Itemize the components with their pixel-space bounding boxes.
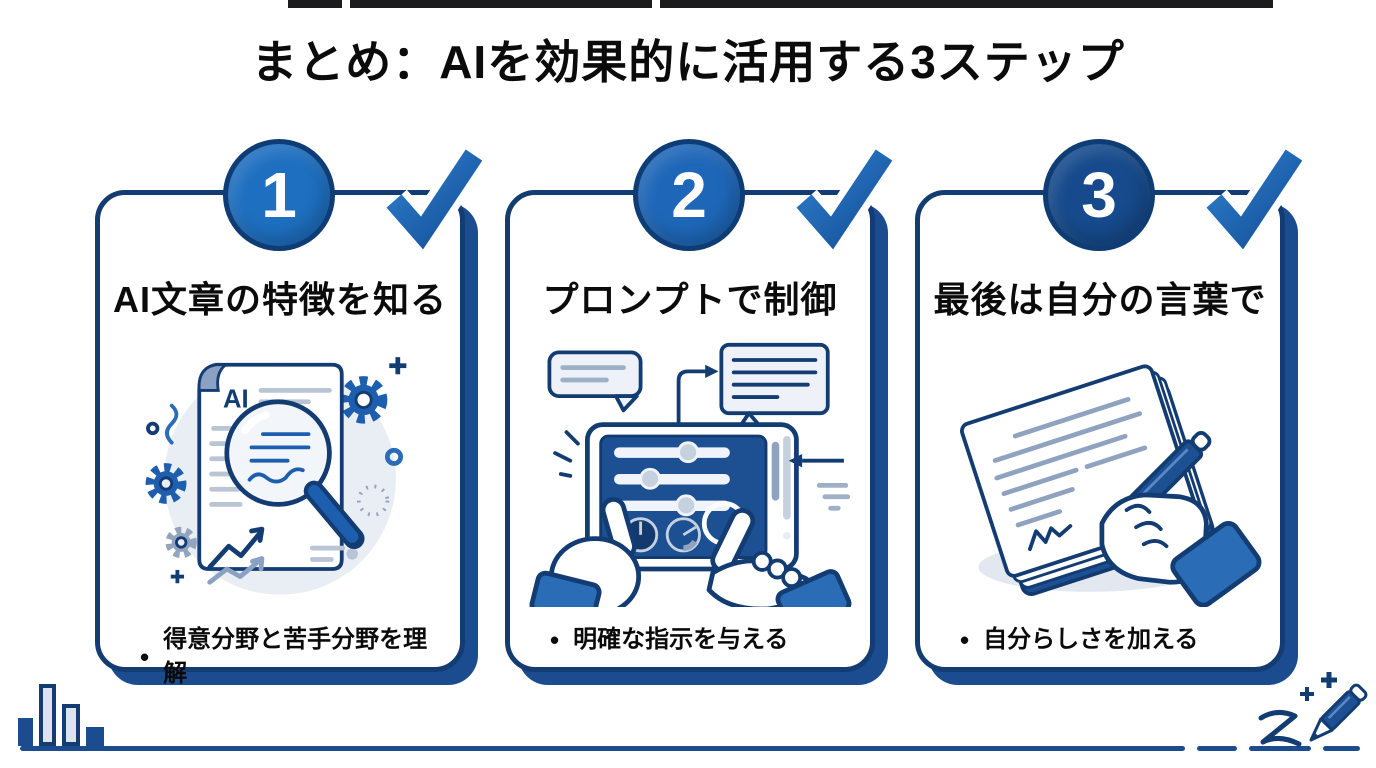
signature-squiggle	[1028, 524, 1073, 552]
bullet-dot: •	[960, 625, 970, 655]
bar-chart-decoration	[18, 684, 104, 746]
step-title: プロンプトで制御	[542, 279, 838, 320]
gear-icon	[339, 376, 388, 424]
top-bar	[0, 0, 1376, 8]
baseline-line	[20, 746, 1185, 751]
page-title: まとめ：AIを効果的に活用する3ステップ	[251, 36, 1125, 88]
top-bar-segment	[288, 0, 342, 8]
gear-icon	[165, 526, 197, 559]
top-bar-segment	[660, 0, 1273, 8]
check-icon	[382, 145, 482, 249]
bar	[18, 718, 33, 746]
step-title: 最後は自分の言葉で	[933, 279, 1267, 320]
step-bullet: • 明確な指示を与える	[550, 623, 852, 657]
step-number-circle: 3	[1043, 139, 1155, 251]
hands-control-panel-illustration	[525, 341, 855, 607]
check-icon	[792, 145, 892, 249]
step-number-circle: 2	[633, 139, 745, 251]
step-number-circle: 1	[223, 139, 335, 251]
step-bullet: • 自分らしさを加える	[960, 623, 1262, 657]
step-number: 3	[1081, 159, 1117, 231]
step-card-1: 1 AI文章の特徴を知る	[95, 139, 482, 687]
step-card-3: 3 最後は自分の言葉で	[915, 139, 1302, 672]
step-bullet: • 得意分野と苦手分野を理解	[140, 623, 442, 691]
ai-label: AI	[223, 386, 249, 414]
gear-icon	[145, 463, 187, 504]
bullet-text: 明確な指示を与える	[573, 626, 789, 653]
pencil-writing-icon	[1258, 672, 1368, 747]
baseline-dash	[1323, 746, 1360, 751]
ai-document-magnifier-illustration: AI	[115, 341, 445, 607]
top-bar-segment	[350, 0, 652, 8]
bullet-dot: •	[550, 625, 560, 655]
bullet-text: 得意分野と苦手分野を理解	[163, 626, 428, 687]
check-icon	[1202, 145, 1302, 249]
magnifier-icon	[224, 399, 365, 550]
bar	[86, 727, 104, 746]
bullet-dot: •	[140, 642, 150, 672]
bar	[62, 704, 80, 746]
step-card-2: 2 プロンプトで制御	[505, 139, 892, 672]
step-number: 1	[261, 159, 297, 231]
step-title: AI文章の特徴を知る	[112, 279, 447, 320]
step-number: 2	[671, 159, 707, 231]
bar	[39, 684, 56, 746]
baseline-dash	[1249, 746, 1311, 751]
bullet-text: 自分らしさを加える	[983, 626, 1199, 653]
hand-writing-pen-illustration	[935, 341, 1265, 607]
squiggle-line	[1258, 710, 1302, 747]
baseline-dash	[1197, 746, 1237, 751]
